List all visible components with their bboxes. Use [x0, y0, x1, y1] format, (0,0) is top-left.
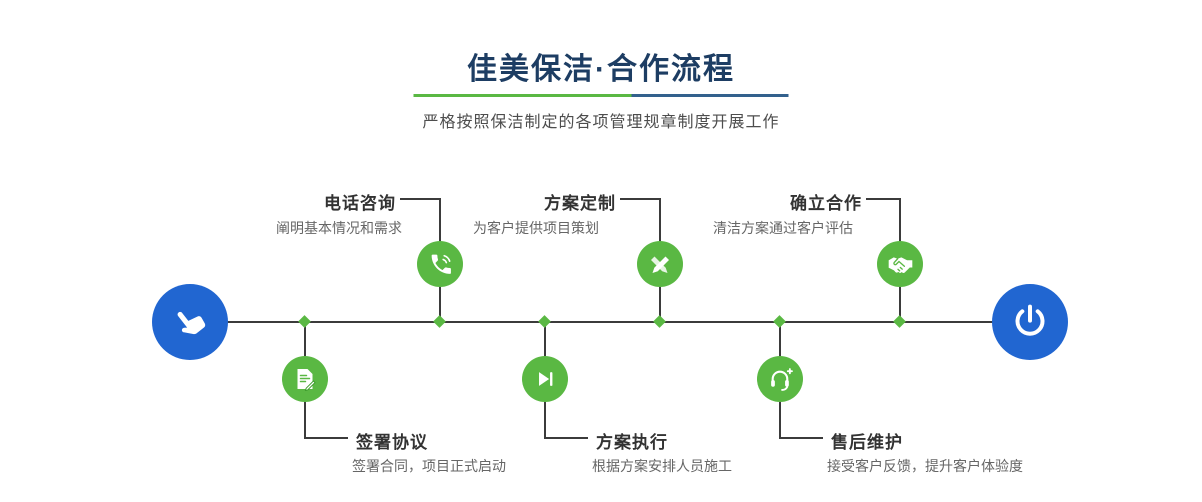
timeline-diamond — [893, 315, 906, 328]
design-icon — [648, 252, 672, 276]
elbow-connector — [304, 437, 348, 439]
step-node-handshake — [877, 241, 923, 287]
power-icon — [1010, 302, 1050, 342]
contract-icon — [293, 367, 317, 391]
timeline-start-node — [152, 284, 228, 360]
elbow-connector — [779, 437, 823, 439]
step-desc-execute: 根据方案安排人员施工 — [592, 458, 732, 474]
step-node-design — [637, 241, 683, 287]
handshake-icon — [887, 251, 914, 278]
step-desc-handshake: 清洁方案通过客户评估 — [713, 220, 853, 236]
step-desc-design: 为客户提供项目策划 — [473, 220, 599, 236]
node-connector — [899, 287, 901, 321]
timeline-end-node — [992, 284, 1068, 360]
phone-icon — [428, 252, 453, 277]
node-connector — [659, 287, 661, 321]
execute-icon — [534, 368, 556, 390]
elbow-connector — [866, 198, 901, 200]
step-desc-phone: 阐明基本情况和需求 — [276, 220, 402, 236]
elbow-connector — [544, 402, 546, 439]
step-title-service: 售后维护 — [831, 433, 903, 452]
elbow-connector — [544, 437, 588, 439]
step-node-service — [757, 356, 803, 402]
step-node-contract — [282, 356, 328, 402]
elbow-connector — [400, 198, 441, 200]
elbow-connector — [304, 402, 306, 439]
step-title-execute: 方案执行 — [596, 433, 668, 452]
timeline-diamond — [298, 315, 311, 328]
timeline-diamond — [433, 315, 446, 328]
step-title-contract: 签署协议 — [356, 433, 428, 452]
divider-green-segment — [413, 94, 631, 97]
step-node-execute — [522, 356, 568, 402]
node-connector — [439, 287, 441, 321]
timeline-diamond — [538, 315, 551, 328]
node-connector — [304, 323, 306, 356]
step-desc-contract: 签署合同，项目正式启动 — [352, 458, 506, 474]
service-icon — [768, 367, 793, 392]
timeline-line — [190, 321, 1030, 323]
step-title-handshake: 确立合作 — [790, 194, 862, 213]
step-title-design: 方案定制 — [544, 194, 616, 213]
title-divider — [413, 94, 789, 97]
page-title: 佳美保洁·合作流程 — [467, 53, 735, 86]
elbow-connector — [779, 402, 781, 439]
elbow-connector — [659, 198, 661, 241]
pointer-hand-icon — [163, 295, 216, 348]
timeline-diamond — [773, 315, 786, 328]
divider-blue-segment — [631, 94, 789, 97]
elbow-connector — [620, 198, 661, 200]
elbow-connector — [899, 198, 901, 241]
elbow-connector — [439, 198, 441, 241]
node-connector — [779, 323, 781, 356]
step-node-phone — [417, 241, 463, 287]
step-desc-service: 接受客户反馈，提升客户体验度 — [827, 458, 1023, 474]
step-title-phone: 电话咨询 — [324, 194, 396, 213]
node-connector — [544, 323, 546, 356]
page-subtitle: 严格按照保洁制定的各项管理规章制度开展工作 — [422, 114, 780, 131]
timeline-diamond — [653, 315, 666, 328]
